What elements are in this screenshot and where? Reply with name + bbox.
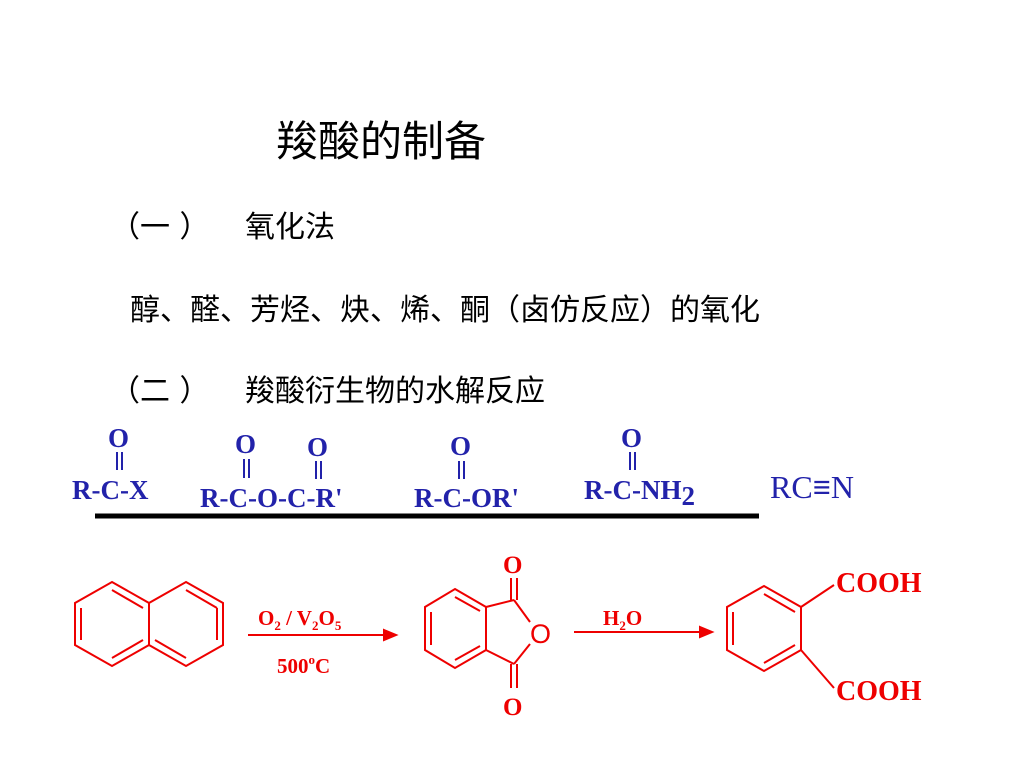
- nitrile-derivative: RC≡N: [770, 469, 854, 505]
- anhydride-ring-oxygen: O: [530, 619, 551, 649]
- inner-double-bond: [111, 589, 144, 609]
- bond: [800, 649, 835, 689]
- slide-title: 羧酸的制备: [276, 117, 487, 166]
- derivatives-row: O R-C-X O O R-C-O-C-R' O R-C-OR' O R-C-N…: [72, 423, 854, 513]
- bond: [513, 599, 531, 623]
- amide-derivative: O R-C-NH2: [584, 423, 695, 511]
- reaction-scheme: [74, 578, 835, 689]
- anhydride-benzene-ring: [424, 587, 487, 670]
- carboxyl-group-top: COOH: [836, 568, 922, 599]
- carbonyl-oxygen: O: [235, 429, 256, 459]
- ester-derivative: O R-C-OR': [414, 431, 519, 513]
- section1-label: （一 ）: [110, 210, 210, 245]
- anhydride-derivative: O O R-C-O-C-R': [200, 429, 342, 513]
- arrowhead: [699, 625, 715, 639]
- reagent-step1: O2 / V2O5: [258, 606, 342, 633]
- bond: [485, 599, 515, 608]
- carbonyl-oxygen: O: [621, 423, 642, 453]
- naphthalene-structure: [74, 580, 224, 668]
- amide-formula: R-C-NH2: [584, 475, 695, 511]
- inner-double-bond: [454, 596, 481, 612]
- bond: [513, 643, 531, 665]
- double-bond-marks: [116, 452, 636, 479]
- inner-double-bond: [154, 639, 187, 659]
- inner-double-bond: [454, 645, 481, 661]
- inner-double-bond: [763, 593, 796, 613]
- naphthalene-ring-left: [74, 580, 150, 668]
- anhydride-top-oxygen: O: [503, 552, 522, 579]
- carbonyl-oxygen: O: [108, 423, 129, 453]
- reaction-labels: O2 / V2O5 500oC O O O H2O COOH COOH: [258, 552, 922, 721]
- section1-name: 氧化法: [245, 210, 335, 245]
- bond: [800, 584, 835, 608]
- reagent-step2: H2O: [603, 606, 642, 633]
- acid-benzene-ring: [726, 584, 802, 673]
- anhydride-formula: R-C-O-C-R': [200, 483, 342, 513]
- ester-formula: R-C-OR': [414, 483, 519, 513]
- section1-description: 醇、醛、芳烃、炔、烯、酮（卤仿反应）的氧化: [130, 293, 760, 328]
- inner-double-bond: [185, 589, 218, 609]
- arrowhead: [383, 628, 399, 642]
- naphthalene-ring-right: [148, 580, 224, 668]
- acyl-halide: O R-C-X: [72, 423, 149, 505]
- reaction-temperature: 500oC: [277, 652, 330, 678]
- section2-name: 羧酸衍生物的水解反应: [245, 374, 545, 409]
- anhydride-bottom-oxygen: O: [503, 694, 522, 721]
- carbonyl-oxygen: O: [450, 431, 471, 461]
- inner-double-bond: [111, 639, 144, 659]
- acyl-halide-formula: R-C-X: [72, 475, 149, 505]
- bond: [485, 649, 515, 665]
- nitrile-formula: RC≡N: [770, 469, 854, 505]
- phthalic-acid-structure: [726, 584, 835, 689]
- phthalic-anhydride-structure: [424, 578, 531, 688]
- carboxyl-group-bottom: COOH: [836, 676, 922, 707]
- carbonyl-oxygen: O: [307, 432, 328, 462]
- section2-label: （二 ）: [110, 374, 210, 409]
- inner-double-bond: [763, 644, 796, 664]
